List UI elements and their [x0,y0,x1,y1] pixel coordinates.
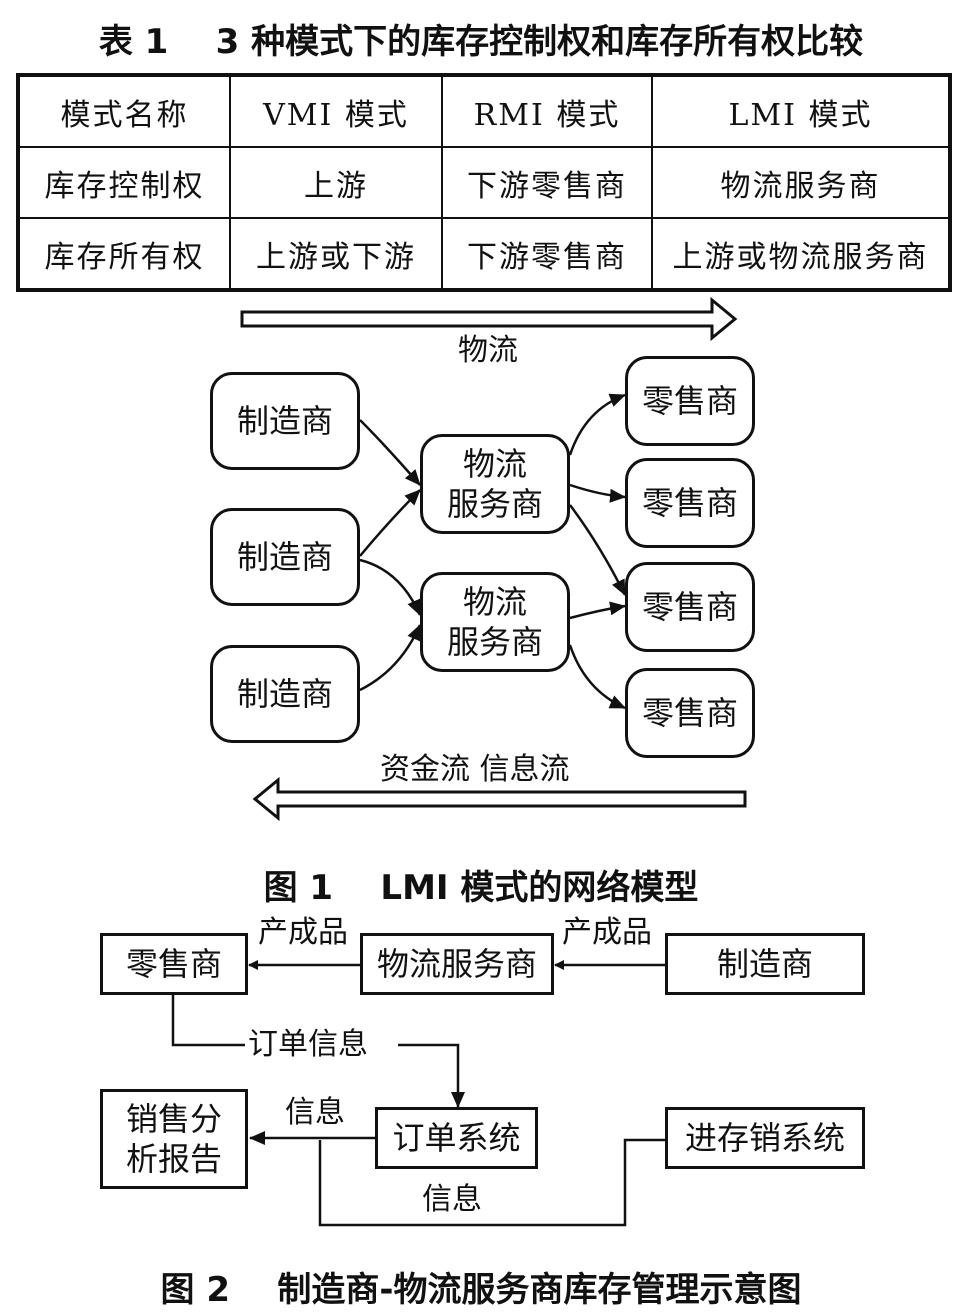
connector-arrow [568,504,627,596]
manufacturer-box: 制造商 [665,933,865,995]
manufacturer-node: 制造商 [210,372,360,470]
retailer-node: 零售商 [625,356,755,446]
product-label: 产成品 [562,915,652,950]
logistics-flow-label: 物流 [458,333,518,368]
table-cell: 库存控制权 [17,146,231,219]
connector-arrow [171,995,245,1047]
table-cell: 下游零售商 [441,146,653,219]
logistics-flow-arrow [240,296,738,342]
table-header-row: 模式名称 VMI 模式 RMI 模式 LMI 模式 [17,74,951,148]
table-cell: 上游 [229,146,443,219]
table-cell: 物流服务商 [651,146,951,219]
logistics-label-line2: 服务商 [446,485,543,523]
connector-line [318,1138,665,1227]
info-label: 信息 [422,1182,482,1217]
connector-arrow [568,393,626,456]
comparison-table: 模式名称 VMI 模式 RMI 模式 LMI 模式 库存控制权 上游 下游零售商… [16,73,952,292]
logistics-label-line1: 物流 [462,445,527,483]
manufacturer-label: 制造商 [236,538,333,576]
connector-arrow [398,1043,465,1108]
logistics-provider-label: 物流服务商 [376,945,537,983]
retailer-label: 零售商 [641,382,738,420]
connector-arrow [568,644,626,710]
retailer-box: 零售商 [100,933,248,995]
logistics-label-line1: 物流 [462,583,527,621]
retailer-node: 零售商 [625,458,755,548]
retailer-node: 零售商 [625,668,755,758]
sales-report-box: 销售分 析报告 [100,1089,248,1189]
info-label: 信息 [285,1095,345,1130]
retailer-label: 零售商 [641,694,738,732]
connector-arrow [359,489,421,557]
manufacturer-node: 制造商 [210,645,360,743]
table-header-cell: LMI 模式 [651,74,951,148]
inventory-system-label: 进存销系统 [684,1119,845,1157]
connector-arrow [569,601,626,620]
table-header-cell: VMI 模式 [229,74,443,148]
connector-arrow [569,483,626,503]
table-cell: 上游或物流服务商 [651,217,951,291]
retailer-label: 零售商 [125,945,222,983]
logistics-label-line2: 服务商 [446,623,543,661]
manufacturer-label: 制造商 [716,945,813,983]
table-cell: 下游零售商 [441,217,653,291]
retailer-node: 零售商 [625,562,755,652]
sales-report-label-line1: 销售分 [125,1100,222,1138]
order-info-label: 订单信息 [248,1027,368,1062]
connector-arrow [359,624,422,692]
order-system-label: 订单系统 [392,1119,521,1157]
table-row: 库存控制权 上游 下游零售商 物流服务商 [17,146,951,219]
capital-info-flow-label: 资金流 信息流 [380,752,570,787]
logistics-provider-box: 物流服务商 [360,933,554,995]
retailer-label: 零售商 [641,484,738,522]
table1-caption: 表 1 3 种模式下的库存控制权和库存所有权比较 [98,22,864,62]
product-label: 产成品 [258,915,348,950]
table-cell: 上游或下游 [229,217,443,291]
logistics-node: 物流 服务商 [420,434,570,534]
retailer-label: 零售商 [641,588,738,626]
manufacturer-label: 制造商 [236,675,333,713]
sales-report-label-line2: 析报告 [125,1140,222,1178]
table-header-cell: RMI 模式 [441,74,653,148]
figure2-caption: 图 2 制造商-物流服务商库存管理示意图 [160,1270,802,1310]
order-system-box: 订单系统 [375,1107,538,1169]
connector-arrow [359,558,422,616]
manufacturer-label: 制造商 [236,402,333,440]
table-header-cell: 模式名称 [17,74,231,148]
figure1-caption: 图 1 LMI 模式的网络模型 [263,868,699,908]
manufacturer-node: 制造商 [210,508,360,606]
capital-info-flow-arrow [252,776,747,822]
table-row: 库存所有权 上游或下游 下游零售商 上游或物流服务商 [17,217,951,291]
connector-arrow [359,419,421,486]
table-cell: 库存所有权 [17,217,231,291]
inventory-system-box: 进存销系统 [665,1107,865,1169]
logistics-node: 物流 服务商 [420,572,570,672]
